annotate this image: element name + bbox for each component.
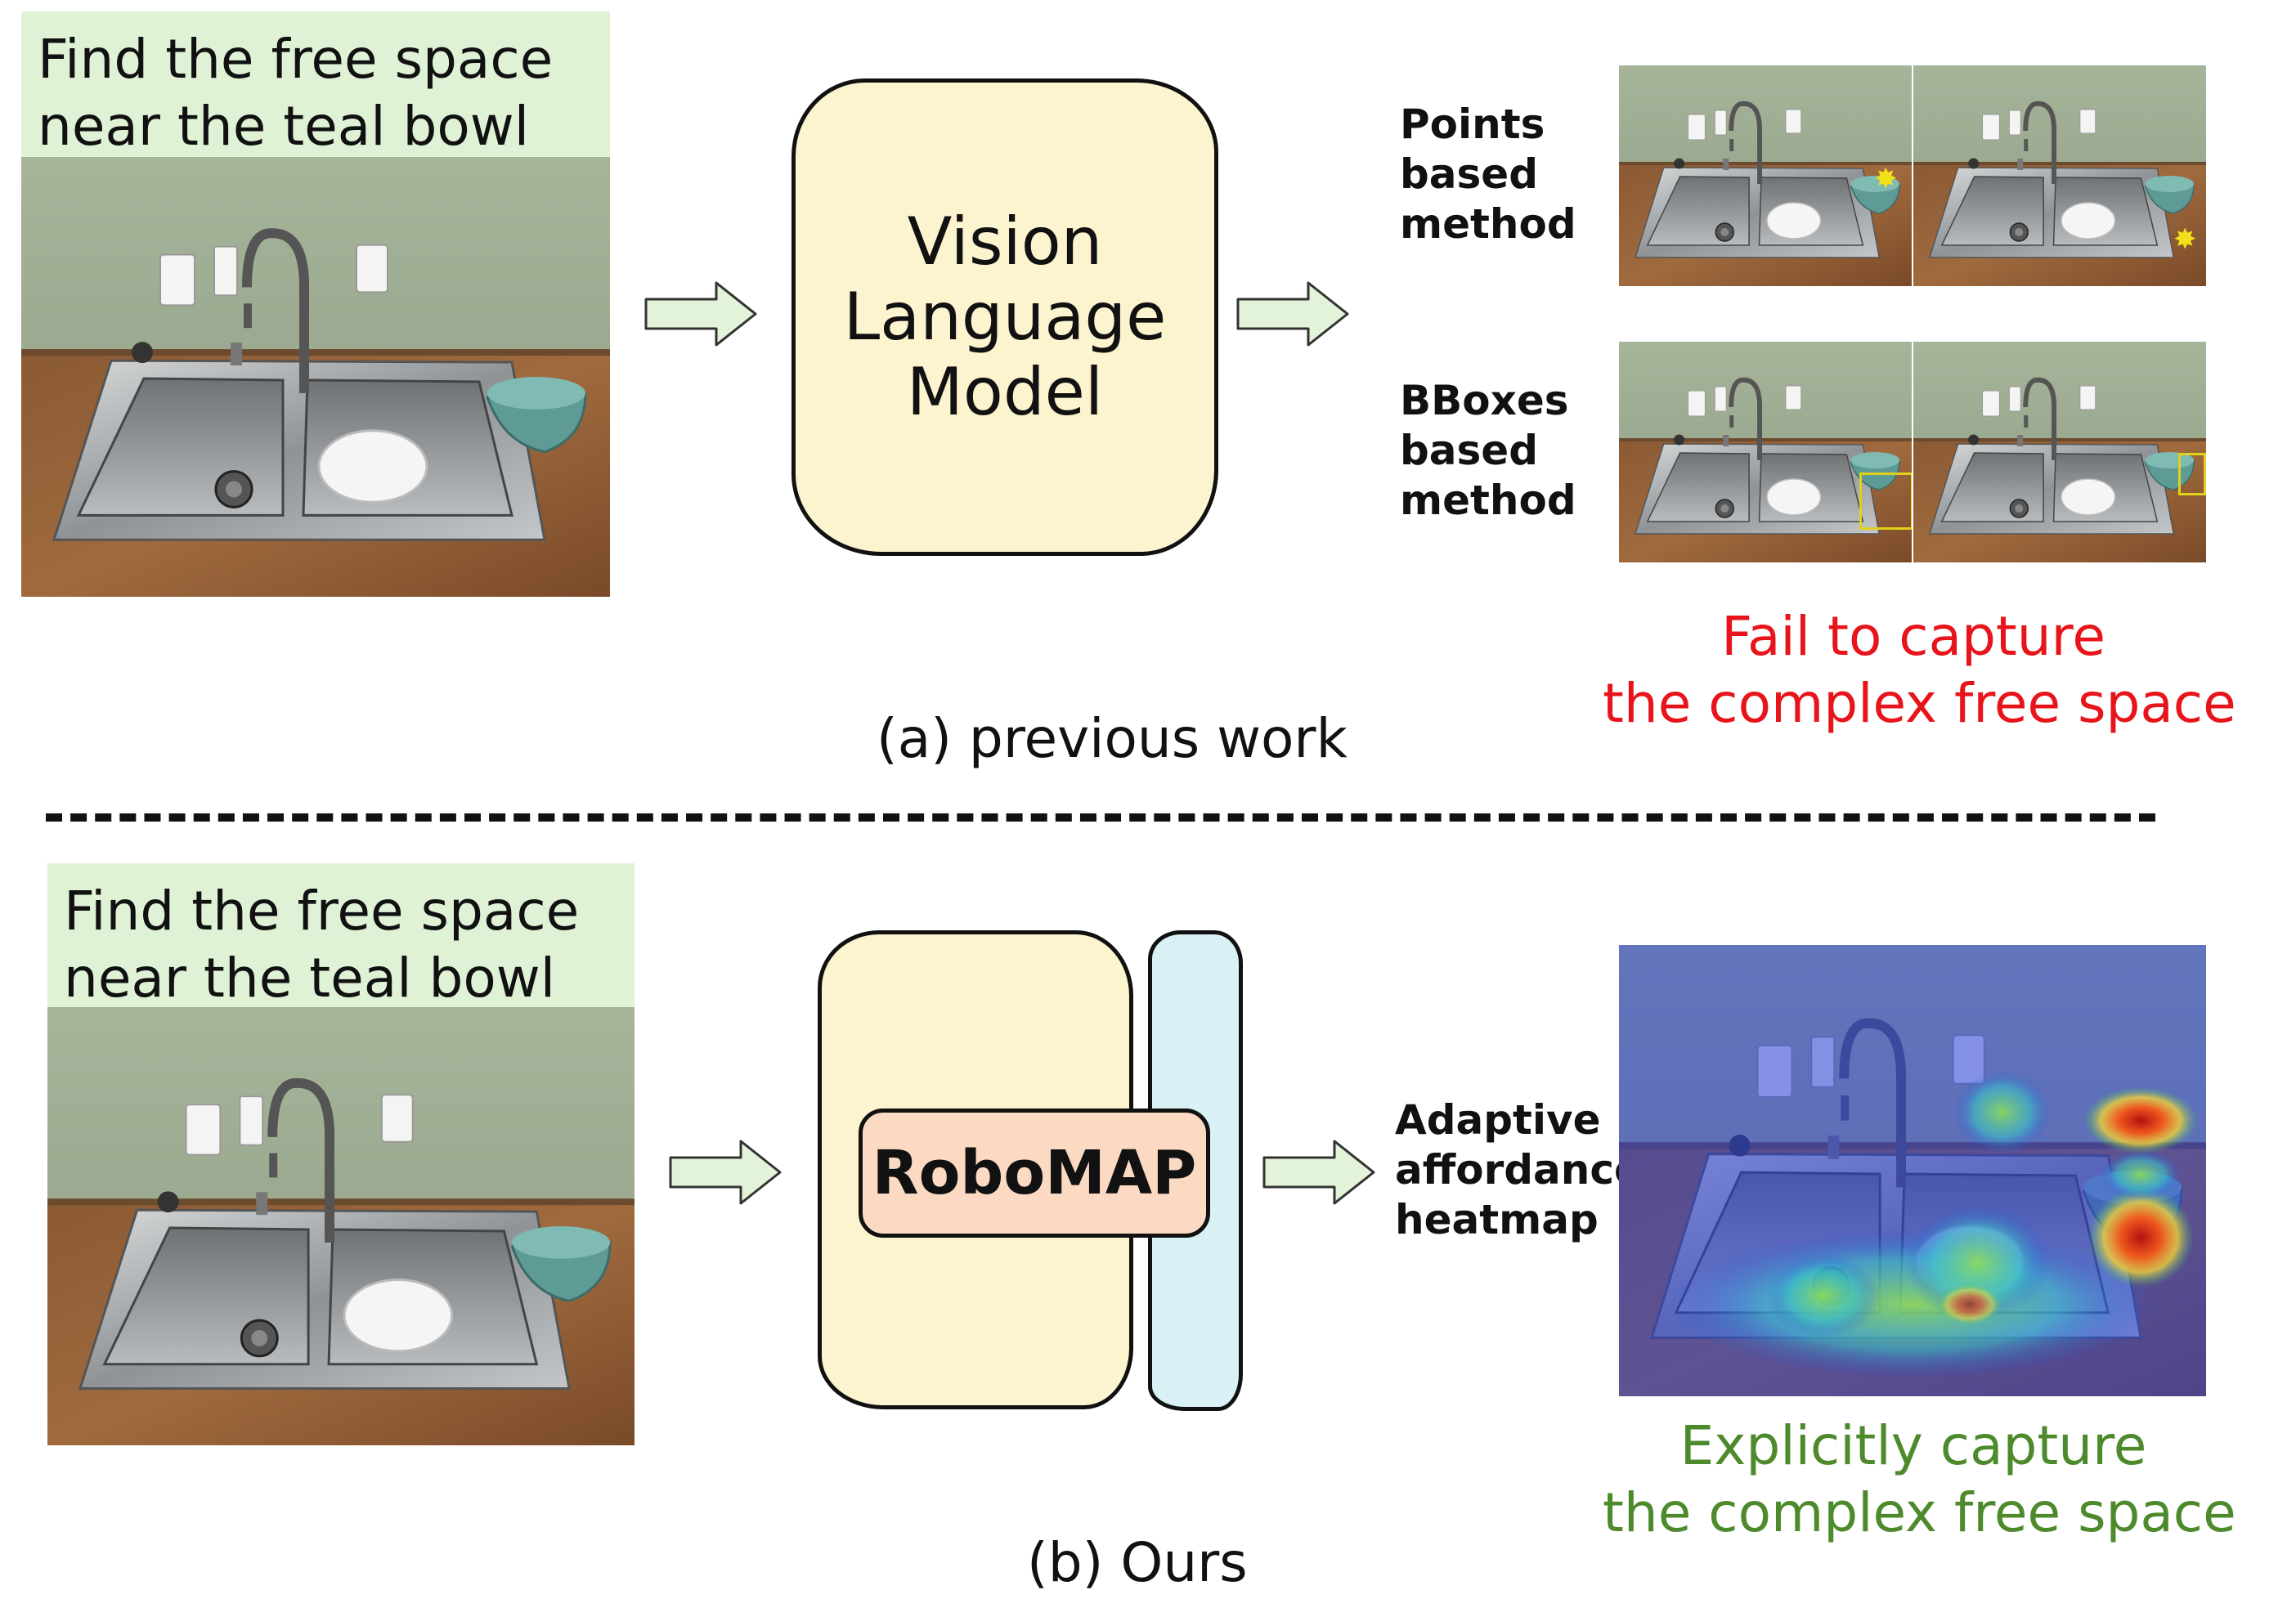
output-line-2: affordance — [1395, 1146, 1642, 1194]
prompt-line-2: near the teal bowl — [38, 95, 530, 158]
bboxes-method-line-1: BBoxes — [1400, 377, 1569, 424]
prompt-line-2: near the teal bowl — [64, 947, 556, 1010]
model-title: Vision Language Model — [844, 204, 1167, 430]
points-result-image-1: ✸ — [1619, 65, 1912, 286]
prompt-box-bottom: Find the free space near the teal bowl — [47, 863, 635, 1010]
failure-line-2: the complex free space — [1603, 672, 2236, 735]
success-line-2: the complex free space — [1603, 1481, 2236, 1544]
failure-note: Fail to capture the complex free space — [1603, 603, 2236, 737]
section-divider — [46, 813, 2155, 822]
success-line-1: Explicitly capture — [1679, 1414, 2147, 1477]
vision-language-model-box: Vision Language Model — [791, 78, 1218, 556]
bbox-marker — [1859, 473, 1912, 530]
points-method-line-1: Points — [1400, 101, 1545, 148]
arrow-right-icon — [644, 281, 757, 347]
bboxes-method-line-2: based — [1400, 427, 1538, 474]
input-image-top — [21, 157, 610, 597]
prompt-line-1: Find the free space — [38, 28, 554, 91]
arrow-right-icon — [1262, 1140, 1375, 1205]
input-image-bottom — [47, 1007, 635, 1445]
bbox-result-image-2 — [1913, 342, 2206, 562]
model-title-line-3: Model — [906, 354, 1104, 430]
model-title-line-2: Language — [843, 279, 1167, 355]
bbox-result-image-1 — [1619, 342, 1912, 562]
affordance-heatmap-image — [1619, 945, 2206, 1396]
output-line-3: heatmap — [1395, 1196, 1599, 1243]
caption-ours: (b) Ours — [1027, 1531, 1248, 1594]
robomap-label: RoboMAP — [859, 1109, 1210, 1238]
failure-line-1: Fail to capture — [1721, 605, 2105, 668]
bbox-marker — [2178, 453, 2206, 495]
star-marker-icon: ✸ — [1874, 163, 1898, 195]
arrow-right-icon — [1236, 281, 1349, 347]
heatmap-output-label: Adaptive affordance heatmap — [1395, 1095, 1642, 1245]
success-note: Explicitly capture the complex free spac… — [1603, 1413, 2236, 1547]
points-method-label: Points based method — [1400, 100, 1576, 249]
points-result-image-2: ✸ — [1913, 65, 2206, 286]
prompt-line-1: Find the free space — [64, 880, 580, 943]
bboxes-method-line-3: method — [1400, 477, 1576, 524]
points-method-line-2: based — [1400, 150, 1538, 198]
caption-previous-work: (a) previous work — [877, 707, 1348, 770]
model-title-line-1: Vision — [907, 204, 1103, 280]
star-marker-icon: ✸ — [2173, 223, 2197, 256]
bboxes-method-label: BBoxes based method — [1400, 376, 1576, 526]
output-line-1: Adaptive — [1395, 1096, 1601, 1144]
arrow-right-icon — [669, 1140, 782, 1205]
points-method-line-3: method — [1400, 200, 1576, 248]
prompt-box-top: Find the free space near the teal bowl — [21, 11, 610, 158]
